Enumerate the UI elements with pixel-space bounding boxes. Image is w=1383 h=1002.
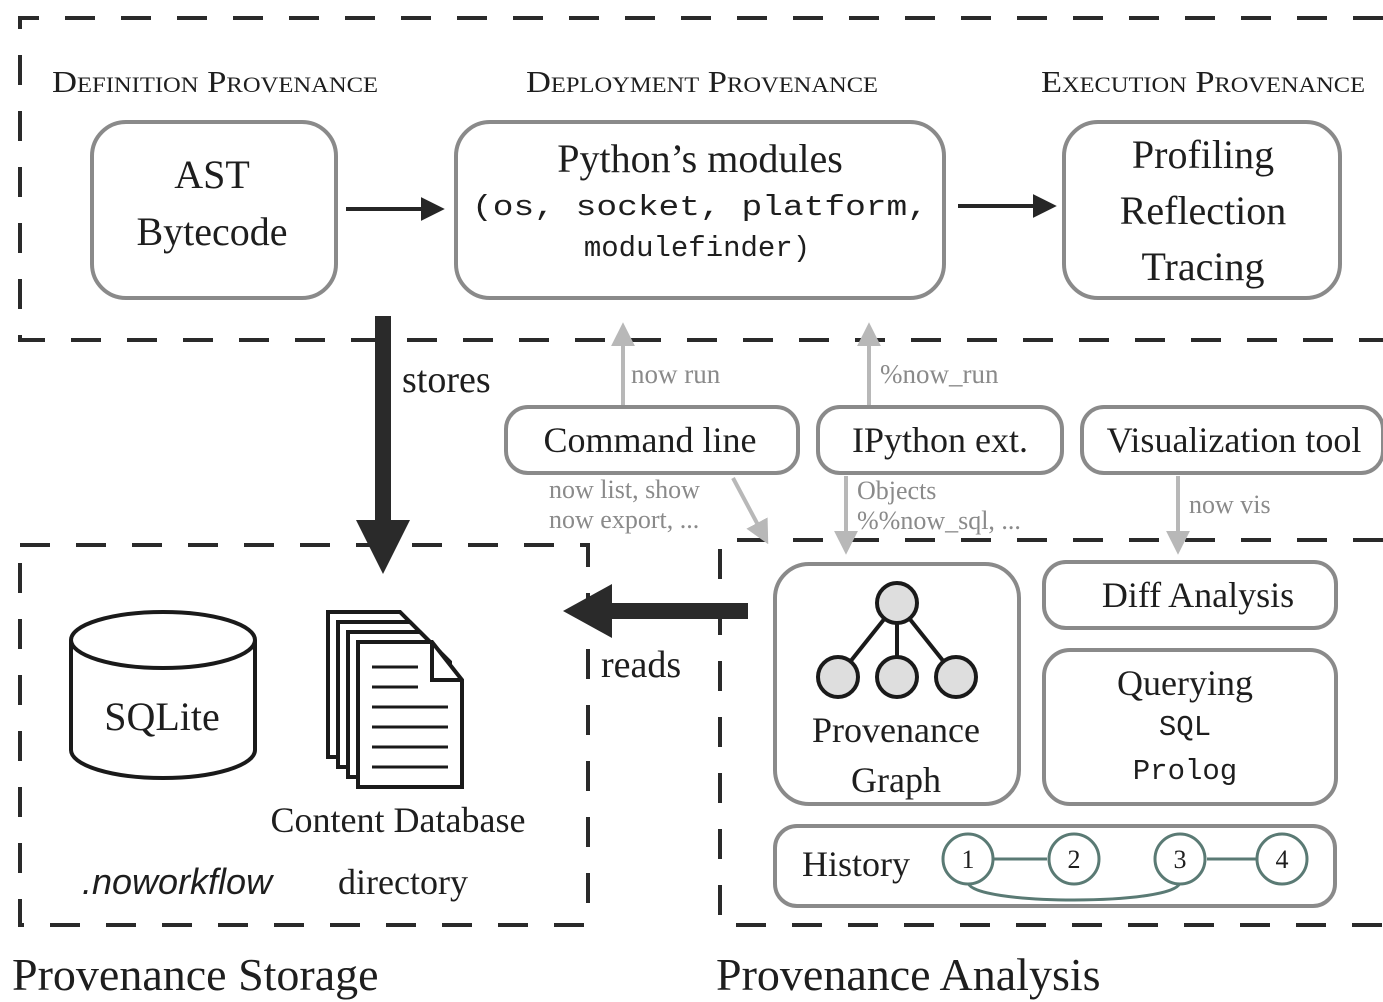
tree-leaf-node-icon: [875, 655, 919, 699]
command-line-down-arrow: [731, 477, 769, 545]
querying-prolog: Prolog: [1133, 755, 1237, 788]
execution-provenance-heading: Execution Provenance: [1041, 64, 1365, 99]
history: History 1 2 3 4: [773, 824, 1337, 908]
visualization-box: [1080, 405, 1383, 475]
directory-word: directory: [338, 862, 468, 902]
provenance-graph: Provenance Graph: [773, 562, 1021, 806]
command-line-box: [504, 405, 800, 475]
visualization-tool: Visualization tool now vis: [1080, 405, 1383, 555]
history-node-label-3: 3: [1174, 845, 1187, 874]
ipython-extension: %now_run IPython ext. Objects %%now_sql,…: [816, 322, 1064, 555]
command-line-down-label-2: now export, ...: [549, 505, 699, 534]
visualization-down-label: now vis: [1189, 490, 1271, 519]
ipython-down-label-1: Objects: [857, 476, 936, 505]
tree-leaf-node-icon: [934, 655, 978, 699]
execution-line-reflection: Reflection: [1120, 188, 1287, 233]
reads-label: reads: [601, 644, 681, 686]
provenance-analysis-region: [718, 538, 1383, 927]
execution-box: [1062, 120, 1342, 300]
stores-label: stores: [402, 359, 491, 401]
ipython-box: [816, 405, 1064, 475]
querying-title: Querying: [1117, 663, 1253, 703]
command-line-up-label: now run: [631, 359, 721, 389]
content-database-icon: [326, 610, 464, 789]
querying-sql: SQL: [1159, 711, 1211, 744]
provenance-storage-region: [18, 543, 590, 927]
deployment-modules-line1: (os, socket, platform,: [472, 191, 928, 224]
history-node-label-2: 2: [1068, 845, 1081, 874]
command-line-interface: now run Command line now list, show now …: [504, 322, 800, 545]
definition-box: [90, 120, 338, 300]
stores-arrow: stores: [356, 316, 491, 574]
definition-line-ast: AST: [174, 152, 250, 197]
command-line-label: Command line: [544, 420, 757, 460]
deployment-provenance: Deployment Provenance Python’s modules (…: [454, 64, 946, 300]
history-node-1: [941, 832, 995, 886]
definition-line-bytecode: Bytecode: [136, 209, 287, 254]
provenance-analysis-title: Provenance Analysis: [716, 949, 1101, 1000]
history-node-label-1: 1: [962, 845, 975, 874]
definition-provenance: Definition Provenance AST Bytecode: [52, 64, 378, 300]
diff-analysis-label: Diff Analysis: [1102, 575, 1294, 615]
history-node-label-4: 4: [1276, 845, 1289, 874]
history-node-3: [1153, 832, 1207, 886]
querying: Querying SQL Prolog: [1042, 648, 1338, 806]
noworkflow-dir-name: .noworkflow: [82, 861, 274, 902]
ipython-label: IPython ext.: [852, 420, 1028, 460]
history-node-4: [1255, 832, 1309, 886]
tree-root-node-icon: [875, 581, 919, 625]
deployment-box: [454, 120, 946, 300]
execution-provenance: Execution Provenance Profiling Reflectio…: [1041, 64, 1365, 300]
execution-line-profiling: Profiling: [1132, 132, 1274, 177]
tree-leaf-node-icon: [816, 655, 860, 699]
provenance-storage-title: Provenance Storage: [12, 949, 379, 1000]
visualization-label: Visualization tool: [1107, 420, 1362, 460]
ipython-down-label-2: %%now_sql, ...: [857, 506, 1021, 535]
history-label: History: [802, 844, 910, 884]
sqlite-label: SQLite: [104, 694, 220, 739]
deployment-title: Python’s modules: [557, 136, 843, 181]
content-database-label: Content Database: [271, 800, 526, 840]
sqlite-database-icon: SQLite: [69, 610, 257, 780]
diff-analysis-box: [1042, 560, 1338, 630]
provenance-graph-line1: Provenance: [812, 710, 980, 750]
querying-box: [1042, 648, 1338, 806]
deployment-modules-line2: modulefinder): [584, 232, 810, 265]
provenance-graph-line2: Graph: [851, 760, 941, 800]
reads-arrow: reads: [563, 584, 748, 686]
provenance-collection-region: [18, 16, 1383, 342]
definition-provenance-heading: Definition Provenance: [52, 64, 378, 99]
execution-line-tracing: Tracing: [1142, 244, 1265, 289]
history-node-2: [1047, 832, 1101, 886]
ipython-up-label: %now_run: [880, 359, 999, 389]
deployment-provenance-heading: Deployment Provenance: [526, 64, 878, 99]
diff-analysis: Diff Analysis: [1042, 560, 1338, 630]
command-line-down-label-1: now list, show: [549, 475, 700, 504]
